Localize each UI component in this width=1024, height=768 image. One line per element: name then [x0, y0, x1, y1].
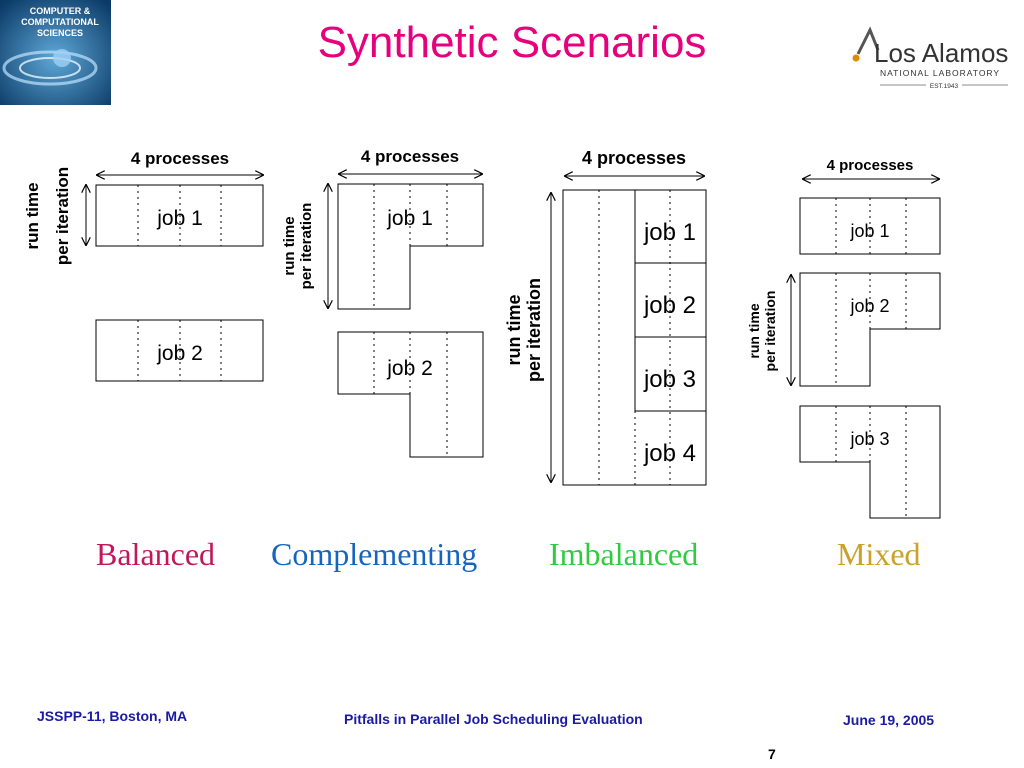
logo-line-3: SCIENCES [37, 28, 83, 38]
job-block [799, 272, 941, 387]
job-label: job 1 [156, 207, 203, 230]
job-label: job 1 [643, 219, 696, 246]
footer-talk-title: Pitfalls in Parallel Job Scheduling Eval… [344, 711, 643, 727]
processes-label: 4 processes [827, 157, 914, 174]
job-label: job 1 [849, 221, 889, 241]
mixed-diagram [791, 179, 941, 519]
caption-mixed: Mixed [837, 536, 921, 572]
job-label: job 4 [643, 440, 696, 467]
run-time-label: run time [281, 216, 298, 275]
footer-date: June 19, 2005 [843, 712, 935, 728]
run-time-label: run time [504, 294, 524, 365]
imbalanced-diagram [551, 176, 707, 486]
caption-imbalanced: Imbalanced [549, 536, 699, 572]
job-block [799, 405, 941, 519]
los-alamos-logo: Los Alamos NATIONAL LABORATORY EST.1943 [852, 26, 1008, 90]
logo-line-2: COMPUTATIONAL [21, 17, 99, 27]
job-label: job 2 [849, 296, 889, 316]
slide-title: Synthetic Scenarios [317, 18, 707, 67]
processes-label: 4 processes [131, 149, 229, 168]
run-time-label: run time [746, 303, 762, 358]
logo-est: EST.1943 [930, 83, 959, 90]
caption-balanced: Balanced [96, 536, 216, 572]
job-label: job 1 [386, 207, 433, 230]
footer-conference: JSSPP-11, Boston, MA [37, 708, 188, 724]
computer-and-computational-sciences-logo: COMPUTER & COMPUTATIONAL SCIENCES [0, 0, 111, 105]
page-number: 7 [768, 746, 776, 762]
complementing-diagram [328, 174, 484, 458]
job-label: job 2 [643, 292, 696, 319]
per-iteration-label: per iteration [524, 278, 544, 382]
per-iteration-label: per iteration [53, 167, 72, 265]
balanced-diagram [86, 175, 263, 382]
job-label: job 3 [849, 429, 889, 449]
logo-line-1: COMPUTER & [30, 6, 91, 16]
per-iteration-label: per iteration [762, 291, 778, 372]
job-block [337, 331, 484, 458]
per-iteration-label: per iteration [298, 203, 315, 290]
job-label: job 3 [643, 366, 696, 393]
run-time-label: run time [23, 182, 42, 249]
processes-label: 4 processes [582, 148, 686, 168]
caption-complementing: Complementing [271, 536, 478, 572]
logo-brand: Los Alamos [874, 38, 1008, 68]
job-label: job 2 [386, 357, 433, 380]
processes-label: 4 processes [361, 147, 459, 166]
job-label: job 2 [156, 342, 203, 365]
logo-sub: NATIONAL LABORATORY [880, 68, 1000, 78]
